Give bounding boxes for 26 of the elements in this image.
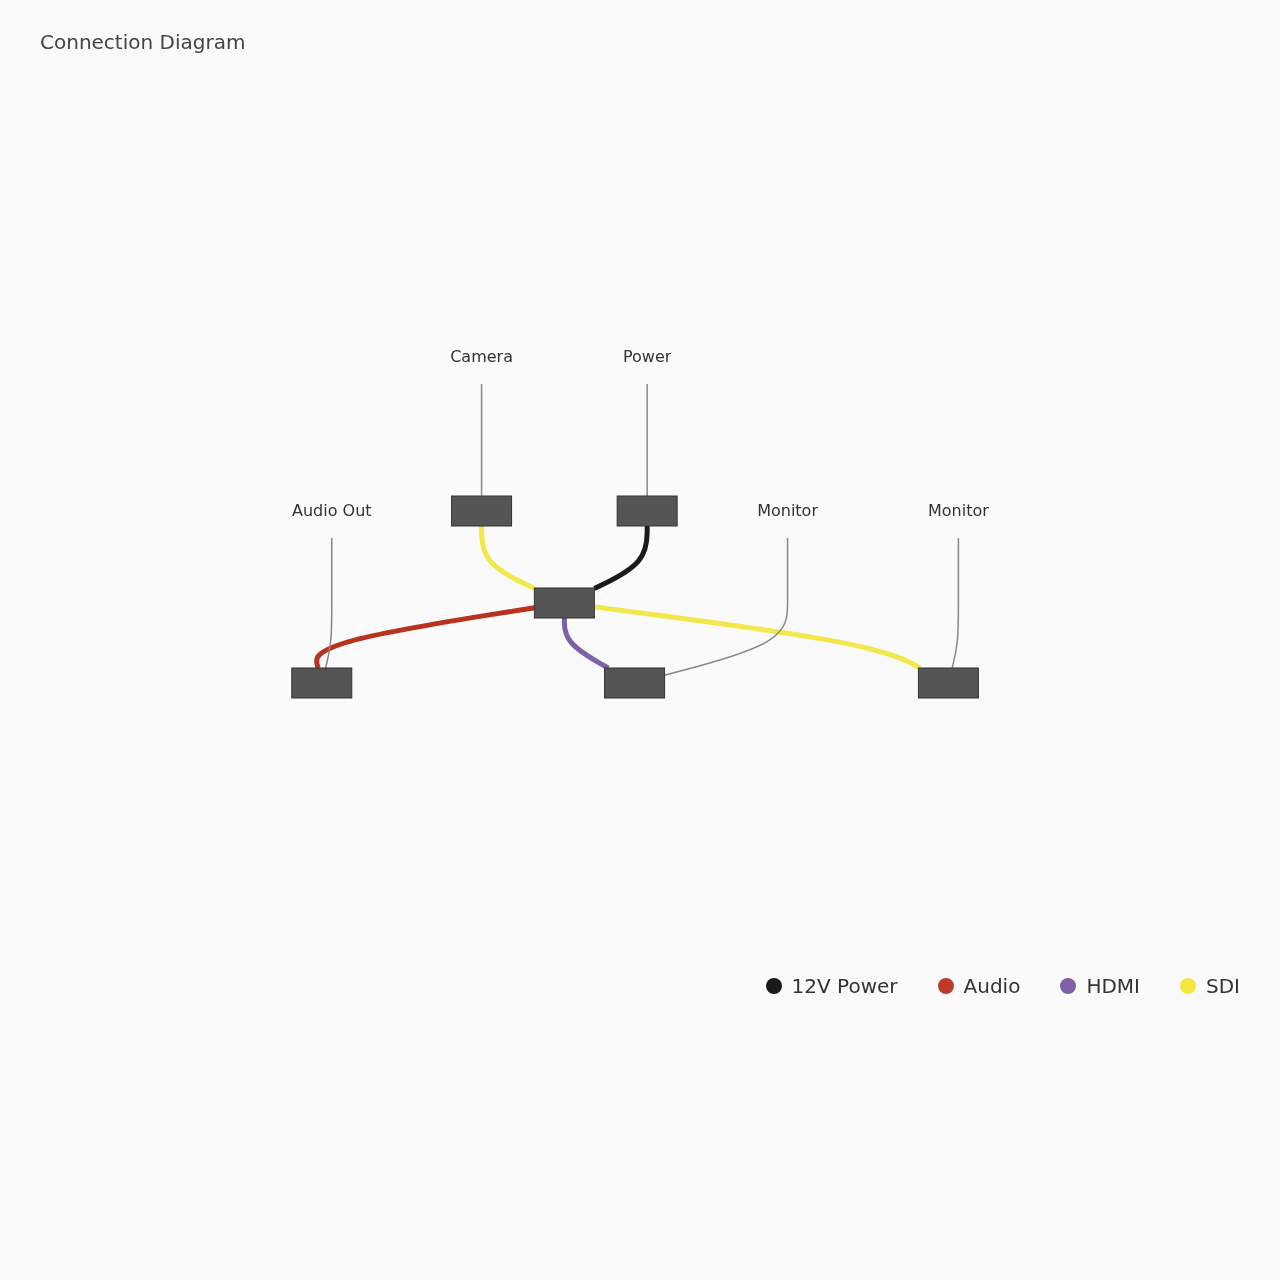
connector [478,526,536,591]
connector [561,618,610,671]
node-text: Power [622,347,671,366]
connector [592,526,650,591]
legend-label: Audio [963,974,1021,998]
node-box [533,587,595,619]
node-text: Audio Out [291,501,372,520]
node-box [616,495,678,527]
legend-label: HDMI [1086,974,1140,998]
connector [663,537,788,676]
node-text: Monitor [756,501,818,520]
legend-label: SDI [1206,974,1240,998]
connector [324,537,333,669]
diagram-title: Connection Diagram [40,30,246,54]
node-text: Monitor [927,501,989,520]
node-text: Camera [449,347,513,366]
connector [480,383,482,497]
legend-label: 12V Power [791,974,898,998]
node-box [917,667,979,699]
node-box [290,667,352,699]
node-box [603,667,665,699]
node-box [450,495,512,527]
connector [313,605,535,669]
connector [646,383,648,497]
connector [593,604,921,671]
connector [951,537,959,669]
